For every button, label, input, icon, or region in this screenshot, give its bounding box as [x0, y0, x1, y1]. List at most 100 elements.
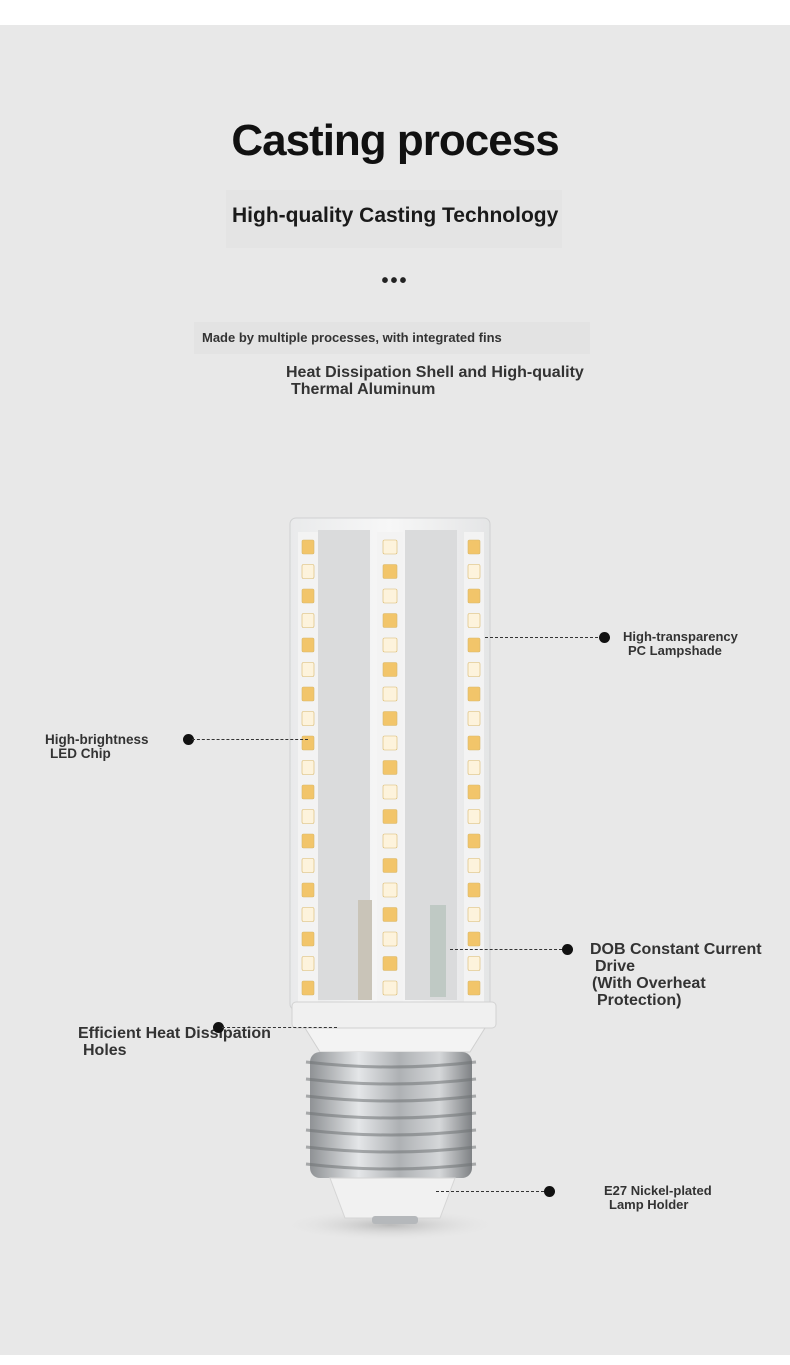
led-chip — [301, 809, 315, 824]
callout-dot-lamp-holder — [544, 1186, 555, 1197]
callout-dob-drive-line1: DOB Constant Current — [590, 941, 762, 958]
led-chip — [301, 613, 315, 628]
callout-pc-lampshade-line1: High-transparency — [623, 629, 738, 644]
led-chip — [467, 907, 481, 922]
socket-contact — [372, 1216, 418, 1224]
led-chip — [301, 686, 315, 702]
led-chip — [382, 735, 398, 751]
led-chip — [467, 833, 481, 849]
callout-dob-drive: DOB Constant Current Drive (With Overhea… — [590, 941, 762, 1009]
led-chip — [467, 686, 481, 702]
floor-shadow — [280, 1209, 500, 1241]
led-chip — [382, 637, 398, 653]
leader-line-heat-holes — [222, 1027, 337, 1028]
callout-pc-lampshade: High-transparency PC Lampshade — [623, 630, 738, 658]
led-chip — [382, 588, 398, 604]
led-chip — [467, 980, 481, 996]
socket-threads — [305, 1060, 477, 1171]
led-chip — [467, 637, 481, 653]
led-chip — [382, 760, 398, 775]
socket-thread — [305, 1145, 477, 1154]
callout-dob-drive-line2: Drive — [595, 958, 636, 975]
led-chip — [382, 613, 398, 628]
socket-insulator — [329, 1177, 456, 1219]
callout-heat-holes-line2: Holes — [83, 1042, 127, 1059]
description-line-2a: Heat Dissipation Shell and High-quality — [286, 364, 584, 381]
led-chip — [301, 907, 315, 922]
led-chip — [467, 760, 481, 775]
leader-line-lamp-holder — [436, 1191, 544, 1192]
led-chip — [301, 539, 315, 555]
led-chip — [382, 858, 398, 873]
led-chip — [382, 956, 398, 971]
led-chip — [467, 858, 481, 873]
led-chip — [301, 564, 315, 579]
callout-dot-dob-drive — [562, 944, 573, 955]
led-chip — [467, 956, 481, 971]
led-chip — [467, 711, 481, 726]
led-chip — [382, 686, 398, 702]
led-chip — [301, 637, 315, 653]
led-chip — [467, 564, 481, 579]
socket-thread — [305, 1111, 477, 1120]
callout-led-chip: High-brightness LED Chip — [45, 733, 149, 761]
separator-dots: ••• — [381, 270, 409, 292]
bulb-collar — [291, 1001, 497, 1029]
callout-dot-heat-holes — [213, 1022, 224, 1033]
led-chip — [467, 662, 481, 677]
callout-lamp-holder: E27 Nickel-plated Lamp Holder — [604, 1184, 712, 1212]
callout-led-chip-line2: LED Chip — [50, 746, 111, 761]
led-chip — [382, 907, 398, 922]
callout-dot-pc-lampshade — [599, 632, 610, 643]
subtitle: High-quality Casting Technology — [232, 204, 559, 227]
callout-led-chip-line1: High-brightness — [45, 732, 149, 747]
led-chip — [382, 784, 398, 800]
callout-lamp-holder-line1: E27 Nickel-plated — [604, 1183, 712, 1198]
description-box: Made by multiple processes, with integra… — [194, 322, 590, 354]
leader-line-dob-drive — [450, 949, 562, 950]
description-line-1: Made by multiple processes, with integra… — [202, 330, 502, 345]
callout-pc-lampshade-line2: PC Lampshade — [628, 643, 722, 658]
led-chip — [301, 662, 315, 677]
led-chip — [467, 809, 481, 824]
led-chip — [382, 564, 398, 579]
driver-board — [430, 905, 446, 997]
callout-dot-led-chip — [183, 734, 194, 745]
led-chip — [301, 858, 315, 873]
led-chip — [467, 613, 481, 628]
subtitle-box: High-quality Casting Technology — [226, 190, 562, 248]
description-line-2b: Thermal Aluminum — [291, 381, 436, 398]
led-chip — [382, 882, 398, 898]
led-chip — [301, 833, 315, 849]
callout-dob-drive-line3: (With Overheat — [592, 975, 706, 992]
leader-line-led-chip — [192, 739, 308, 740]
led-chip — [467, 588, 481, 604]
led-chip — [301, 931, 315, 947]
led-chip — [467, 784, 481, 800]
led-chip — [467, 539, 481, 555]
led-chip — [301, 760, 315, 775]
callout-heat-holes: Efficient Heat Dissipation Holes — [78, 1025, 271, 1059]
socket-thread — [305, 1077, 477, 1086]
led-chip — [467, 931, 481, 947]
led-chip — [467, 882, 481, 898]
led-chip — [382, 539, 398, 555]
socket-thread — [305, 1128, 477, 1137]
callout-dob-drive-line4: Protection) — [597, 992, 682, 1009]
led-chip — [301, 956, 315, 971]
led-chip — [382, 931, 398, 947]
led-chip-group — [301, 539, 481, 996]
socket-thread — [305, 1162, 477, 1171]
led-chip — [467, 735, 481, 751]
led-chip — [301, 711, 315, 726]
callout-lamp-holder-line2: Lamp Holder — [609, 1197, 689, 1212]
led-chip — [301, 588, 315, 604]
leader-line-pc-lampshade — [485, 637, 603, 638]
led-chip — [301, 980, 315, 996]
led-chip — [382, 809, 398, 824]
led-chip — [382, 833, 398, 849]
led-chip — [301, 784, 315, 800]
led-chip — [382, 711, 398, 726]
